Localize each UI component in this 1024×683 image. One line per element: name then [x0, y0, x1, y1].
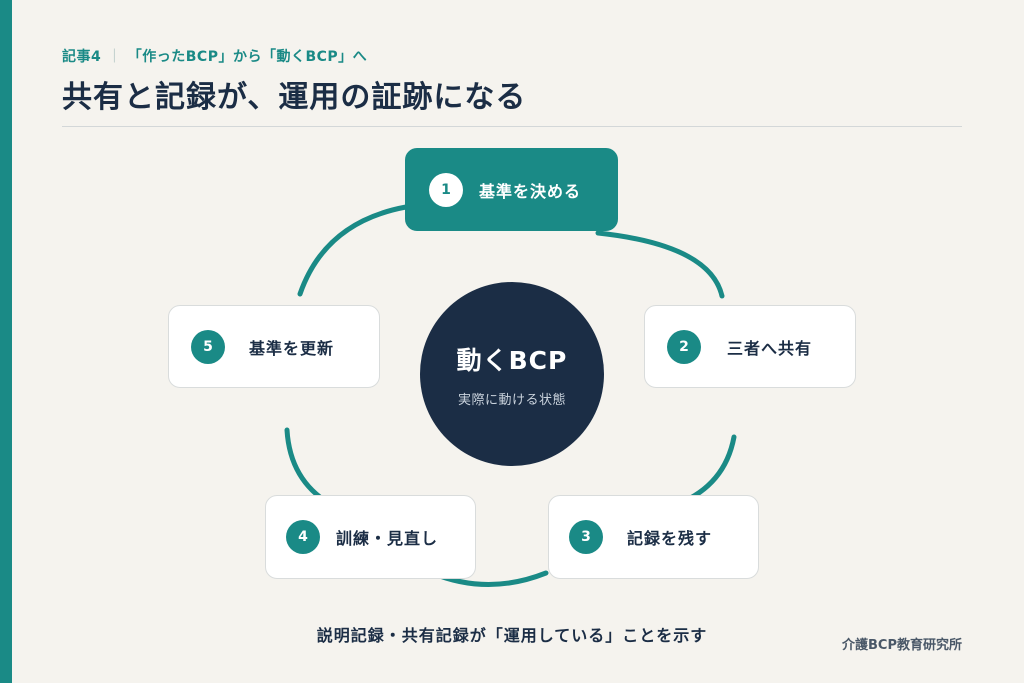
- step-label: 記録を残す: [627, 529, 713, 548]
- step-card-3: 3 記録を残す: [548, 495, 759, 579]
- footer-caption: 説明記録・共有記録が「運用している」ことを示す: [316, 626, 708, 645]
- article-subtitle: 「作ったBCP」から「動くBCP」へ: [127, 49, 368, 65]
- connector-5-to-1: [297, 204, 409, 297]
- step-card-2: 2 三者へ共有: [644, 305, 856, 388]
- center-title: 動くBCP: [456, 345, 568, 375]
- step-number-badge: 2: [667, 329, 701, 364]
- center-subtitle: 実際に動ける状態: [457, 392, 566, 408]
- step-card-4: 4 訓練・見直し: [265, 495, 476, 579]
- header-divider: [62, 126, 962, 127]
- article-eyebrow: 記事4 ｜ 「作ったBCP」から「動くBCP」へ: [62, 46, 367, 66]
- step-label: 基準を更新: [249, 338, 335, 358]
- step-number-badge: 3: [569, 520, 603, 554]
- step-number-badge: 5: [191, 329, 225, 364]
- step-label: 基準を決める: [479, 181, 582, 201]
- center-hub: 動くBCP 実際に動ける状態: [420, 282, 604, 466]
- accent-side-bar: [0, 0, 12, 683]
- connector-4-to-5: [284, 427, 333, 507]
- step-card-1: 1 基準を決める: [405, 148, 618, 231]
- connector-2-to-3: [675, 434, 737, 507]
- step-number-badge: 1: [429, 172, 463, 207]
- connector-1-to-2: [595, 230, 725, 299]
- step-label: 三者へ共有: [727, 338, 813, 358]
- step-number-badge: 4: [286, 520, 320, 554]
- article-number: 記事4: [62, 49, 102, 65]
- eyebrow-separator: ｜: [107, 49, 122, 65]
- step-label: 訓練・見直し: [336, 529, 439, 548]
- step-card-5: 5 基準を更新: [168, 305, 380, 388]
- organization-name: 介護BCP教育研究所: [842, 638, 962, 653]
- page-title: 共有と記録が、運用の証跡になる: [62, 80, 527, 115]
